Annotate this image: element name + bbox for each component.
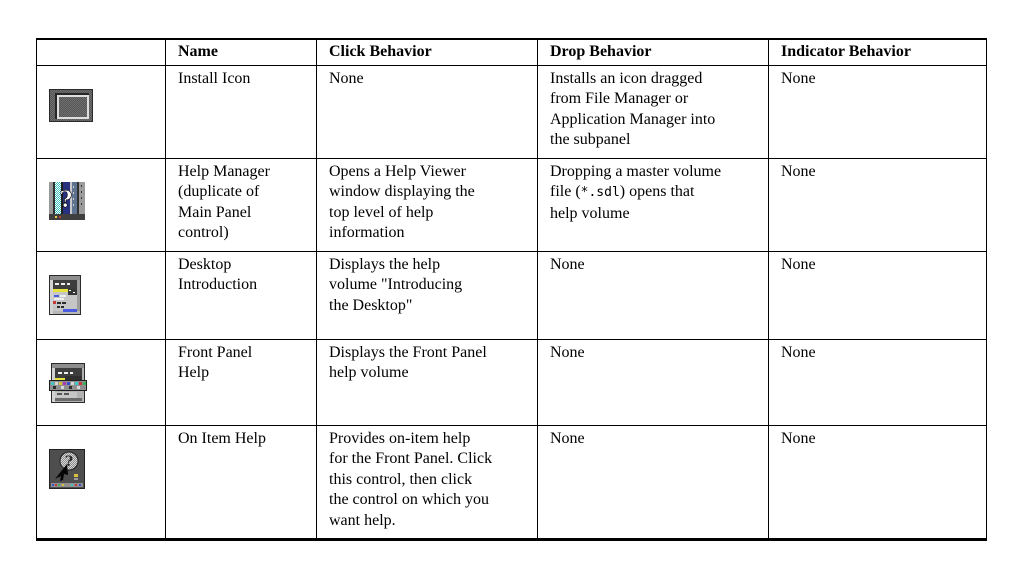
control-name: Desktop Introduction bbox=[165, 250, 317, 340]
click-behavior: Provides on-item help for the Front Pane… bbox=[316, 424, 538, 540]
desktop-introduction-icon bbox=[49, 275, 81, 315]
desktop-introduction-icon-cell bbox=[36, 250, 166, 340]
table-row: Install Icon None Installs an icon dragg… bbox=[36, 64, 987, 159]
indicator-behavior: None bbox=[768, 424, 987, 540]
header-icon-column bbox=[36, 38, 166, 66]
file-extension-code: *.sdl bbox=[580, 185, 620, 200]
click-behavior: Displays the Front Panel help volume bbox=[316, 338, 538, 426]
svg-text:?: ? bbox=[65, 454, 73, 470]
header-indicator-behavior: Indicator Behavior bbox=[768, 38, 987, 66]
svg-text:?: ? bbox=[60, 187, 73, 213]
click-behavior: None bbox=[316, 64, 538, 159]
table-row: Desktop Introduction Displays the help v… bbox=[36, 250, 987, 340]
control-name: On Item Help bbox=[165, 424, 317, 540]
header-row: Name Click Behavior Drop Behavior Indica… bbox=[36, 38, 987, 66]
drop-behavior-text: ) opens that help volume bbox=[550, 183, 695, 222]
control-name: Help Manager (duplicate of Main Panel co… bbox=[165, 157, 317, 252]
front-panel-help-icon bbox=[49, 363, 87, 403]
indicator-behavior: None bbox=[768, 64, 987, 159]
header-click-behavior: Click Behavior bbox=[316, 38, 538, 66]
install-icon bbox=[49, 89, 93, 122]
indicator-behavior: None bbox=[768, 250, 987, 340]
control-name: Install Icon bbox=[165, 64, 317, 159]
indicator-behavior: None bbox=[768, 157, 987, 252]
drop-behavior: None bbox=[537, 338, 769, 426]
help-manager-icon: ? bbox=[49, 182, 85, 220]
table-row: Front Panel Help Displays the Front Pane… bbox=[36, 338, 987, 426]
indicator-behavior: None bbox=[768, 338, 987, 426]
on-item-help-icon-cell: ? bbox=[36, 424, 166, 540]
control-behavior-table: Name Click Behavior Drop Behavior Indica… bbox=[36, 38, 987, 541]
table-row: ? On Item Help Provides on-item help for… bbox=[36, 424, 987, 540]
drop-behavior: Dropping a master volume file (*.sdl) op… bbox=[537, 157, 769, 252]
drop-behavior-text: Dropping a master volume file ( bbox=[550, 162, 722, 201]
control-name: Front Panel Help bbox=[165, 338, 317, 426]
drop-behavior: Installs an icon dragged from File Manag… bbox=[537, 64, 769, 159]
front-panel-help-icon-cell bbox=[36, 338, 166, 426]
on-item-help-icon: ? bbox=[49, 449, 85, 489]
header-name: Name bbox=[165, 38, 317, 66]
install-icon-cell bbox=[36, 64, 166, 159]
click-behavior: Displays the help volume "Introducing th… bbox=[316, 250, 538, 340]
drop-behavior: None bbox=[537, 250, 769, 340]
table-row: ? Help Manager (duplicate of Main Panel … bbox=[36, 157, 987, 252]
header-drop-behavior: Drop Behavior bbox=[537, 38, 769, 66]
help-manager-icon-cell: ? bbox=[36, 157, 166, 252]
drop-behavior: None bbox=[537, 424, 769, 540]
click-behavior: Opens a Help Viewer window displaying th… bbox=[316, 157, 538, 252]
